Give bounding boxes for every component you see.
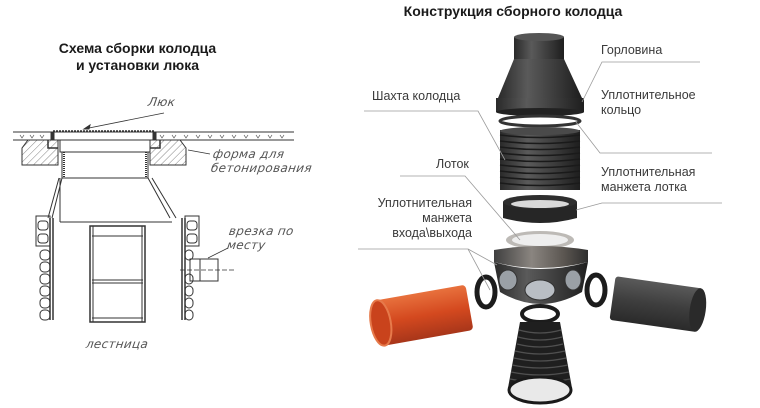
neck-label: Горловина [601,43,663,57]
left-title-line2: и установки люка [75,57,200,73]
left-diagram-title: Схема сборки колодца и установки люка [40,40,235,74]
tray-cuff-part [503,195,577,223]
corrugated-pipe [507,322,573,405]
orange-pipe [369,285,473,347]
neck-part [496,33,584,116]
tray-label: Лоток [436,157,469,171]
io-cuff-line1: Уплотнительная [377,196,472,210]
io-cuff-line2: манжета [422,211,472,225]
left-title-line1: Схема сборки колодца [58,40,217,56]
sealing-ring-line2: кольцо [601,103,642,117]
tray-cuff-label: Уплотнительная манжета лотка [601,165,695,195]
sealing-ring-label: Уплотнительное кольцо [601,88,696,118]
right-seal-ring [584,272,608,308]
well-assembly-drawing [13,112,294,323]
tray-cuff-line2: манжета лотка [601,180,687,194]
left-seal-ring [474,274,498,310]
tray-part [494,231,588,304]
tray-cuff-line1: Уплотнительная [601,165,696,179]
shaft-label: Шахта колодца [372,89,461,103]
io-cuff-label: Уплотнительная манжета входа\выхода [360,196,472,241]
right-diagram-title: Конструкция сборного колодца [403,3,623,19]
shaft-part [499,127,581,190]
grey-pipe [609,276,707,332]
io-cuff-line3: входа\выхода [392,226,472,240]
sealing-ring-line1: Уплотнительное [601,88,696,102]
